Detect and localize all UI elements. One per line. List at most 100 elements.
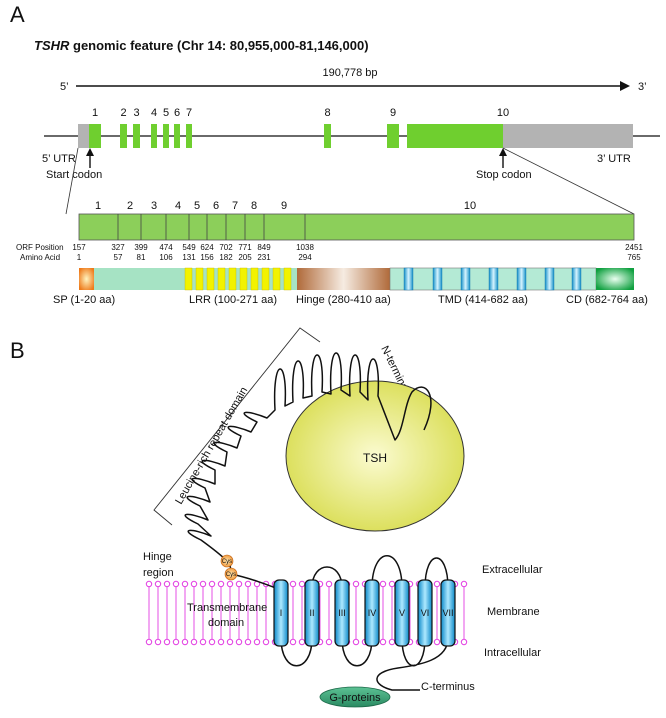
- genomic-feature-title: TSHR genomic feature (Chr 14: 80,955,000…: [34, 38, 369, 53]
- amino-acid-81: 81: [137, 253, 146, 262]
- utr3-label: 3’ UTR: [597, 153, 631, 165]
- start-codon-arrowhead: [86, 148, 94, 156]
- lipid-head-upper: [352, 580, 360, 588]
- tm-helix-segments: [403, 267, 582, 291]
- lrr-repeat-3: [206, 267, 215, 291]
- exon-label-7: 7: [186, 107, 192, 119]
- g-proteins-label: G-proteins: [329, 692, 381, 704]
- helix-V: [394, 579, 410, 647]
- gene-length: 190,778 bp: [322, 67, 377, 79]
- helix-VII: [440, 579, 456, 647]
- exon-4: [151, 124, 157, 148]
- cys-residue-2: [224, 567, 238, 581]
- orf-position-1038: 1038: [296, 243, 314, 252]
- exon-label-3: 3: [133, 107, 139, 119]
- orf-position-702: 702: [219, 243, 233, 252]
- panel-b-label: B: [10, 338, 25, 363]
- helix-label-IV: IV: [368, 608, 377, 618]
- length-arrow-head: [620, 81, 630, 91]
- cys-label-1: Cys: [222, 559, 232, 565]
- exon-label-1: 1: [92, 107, 98, 119]
- tm-segment-1: [403, 267, 414, 291]
- orf-position-549: 549: [182, 243, 196, 252]
- utr5-label: 5’ UTR: [42, 153, 76, 165]
- lipid-head-upper: [433, 580, 441, 588]
- lipid-head-lower: [325, 638, 333, 646]
- exon-5: [163, 124, 169, 148]
- start-codon-label: Start codon: [46, 169, 102, 181]
- exon-label-5: 5: [163, 107, 169, 119]
- lrr-repeat-blocks: [184, 267, 292, 291]
- amino-acid-1: 1: [77, 253, 82, 262]
- orf-position-399: 399: [134, 243, 148, 252]
- helix-label-I: I: [280, 608, 283, 618]
- orf-position-157: 157: [72, 243, 86, 252]
- helix-III: [334, 579, 350, 647]
- orf-exon-label-6: 6: [213, 200, 219, 212]
- lrr-repeat-6: [239, 267, 248, 291]
- helix-label-VII: VII: [442, 608, 453, 618]
- lipid-head-upper: [172, 580, 180, 588]
- stop-codon-label: Stop codon: [476, 169, 532, 181]
- exon-9: [387, 124, 399, 148]
- lipid-head-upper: [199, 580, 207, 588]
- amino-acid-57: 57: [114, 253, 123, 262]
- lipid-head-lower: [262, 638, 270, 646]
- lipid-head-upper: [244, 580, 252, 588]
- exon-boxes: [89, 124, 503, 148]
- amino-acid-106: 106: [159, 253, 173, 262]
- orf-position-2451: 2451: [625, 243, 643, 252]
- lipid-head-lower: [163, 638, 171, 646]
- domain-sp-label: SP (1-20 aa): [53, 294, 115, 306]
- orf-position-771: 771: [238, 243, 252, 252]
- lipid-head-upper: [154, 580, 162, 588]
- lipid-head-upper: [379, 580, 387, 588]
- exon-2: [120, 124, 127, 148]
- orf-exon-label-8: 8: [251, 200, 257, 212]
- amino-acid-231: 231: [257, 253, 271, 262]
- hinge-region-label-1: Hinge: [143, 551, 172, 563]
- lipid-head-lower: [433, 638, 441, 646]
- exon-6: [174, 124, 180, 148]
- orf-exon-label-3: 3: [151, 200, 157, 212]
- exon-8: [324, 124, 331, 148]
- three-prime-label: 3’: [638, 81, 647, 93]
- orf-position-label: ORF Position: [16, 243, 64, 252]
- amino-acid-765: 765: [627, 253, 641, 262]
- lipid-head-lower: [298, 638, 306, 646]
- exon-label-4: 4: [151, 107, 157, 119]
- lipid-head-lower: [217, 638, 225, 646]
- lipid-head-lower: [199, 638, 207, 646]
- transmembrane-domain-label-2: domain: [208, 617, 244, 629]
- domain-cd: [596, 268, 634, 290]
- cys-residue-1: [220, 554, 234, 568]
- amino-acid-131: 131: [182, 253, 196, 262]
- lrr-repeat-4: [217, 267, 226, 291]
- tshr-receptor-chain: [184, 352, 449, 691]
- five-prime-label: 5’: [60, 81, 69, 93]
- exon-label-9: 9: [390, 107, 396, 119]
- zoom-line-right: [502, 147, 635, 215]
- orf-exon-label-9: 9: [281, 200, 287, 212]
- exon-label-6: 6: [174, 107, 180, 119]
- lipid-head-upper: [208, 580, 216, 588]
- exon-label-8: 8: [324, 107, 330, 119]
- domain-hinge-label: Hinge (280-410 aa): [296, 294, 391, 306]
- amino-acid-294: 294: [298, 253, 312, 262]
- lrr-repeat-8: [261, 267, 270, 291]
- orf-exon-label-7: 7: [232, 200, 238, 212]
- tm-segment-2: [432, 267, 443, 291]
- exon-3: [133, 124, 140, 148]
- lipid-head-lower: [460, 638, 468, 646]
- gene-name: TSHR: [34, 38, 70, 53]
- lipid-head-lower: [190, 638, 198, 646]
- amino-acid-182: 182: [219, 253, 233, 262]
- lipid-head-lower: [154, 638, 162, 646]
- exon-label-10: 10: [497, 107, 509, 119]
- lipid-head-lower: [208, 638, 216, 646]
- tm-segment-4: [488, 267, 499, 291]
